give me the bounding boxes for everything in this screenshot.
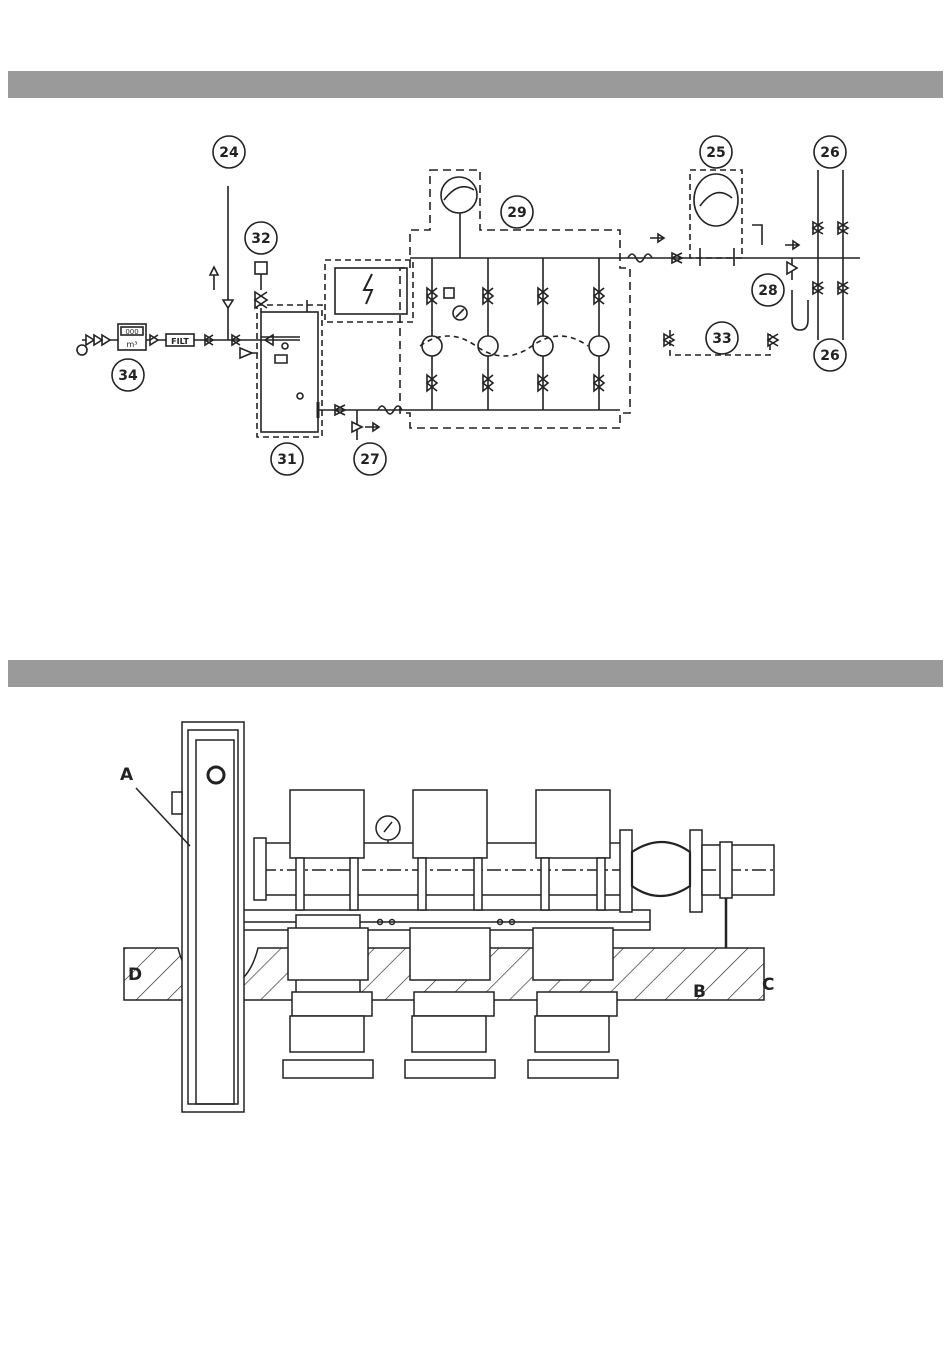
break-tank: [257, 300, 322, 437]
callout-25: 25: [700, 136, 732, 168]
svg-text:24: 24: [219, 145, 239, 161]
label-C: C: [762, 975, 774, 995]
callout-24: 24: [213, 136, 245, 168]
installation-drawing: A B C D: [0, 700, 950, 1360]
accumulator-25: [690, 170, 762, 266]
suction-line: [318, 402, 410, 440]
svg-text:C: C: [762, 975, 774, 995]
water-meter: 000 m³: [118, 324, 146, 350]
pressure-gauge: [444, 288, 467, 320]
svg-text:32: 32: [251, 231, 270, 247]
svg-text:26: 26: [820, 145, 839, 161]
hydraulic-schematic: 24 32 29 25 26 26 28 33 34 31 27: [0, 0, 950, 520]
svg-text:25: 25: [706, 145, 725, 161]
svg-text:34: 34: [118, 368, 138, 384]
svg-text:27: 27: [360, 452, 379, 468]
pump-column-4: [589, 258, 609, 410]
pump-1: [283, 790, 373, 1078]
pressure-gauge-assembly: [376, 816, 400, 843]
label-B: B: [693, 982, 706, 1002]
svg-text:D: D: [128, 965, 142, 985]
pump-column-2: [478, 258, 498, 410]
svg-text:B: B: [693, 982, 706, 1002]
callout-26-top: 26: [814, 136, 846, 168]
pump-2: [405, 790, 495, 1078]
section-header-bar-2: [8, 660, 943, 687]
svg-text:31: 31: [277, 452, 296, 468]
svg-text:33: 33: [712, 331, 731, 347]
pump-3: [528, 790, 618, 1078]
callout-32: 32: [245, 222, 277, 254]
callout-26-bottom: 26: [814, 339, 846, 371]
filter: FILT: [166, 334, 194, 346]
svg-text:29: 29: [507, 205, 526, 221]
callout-33: 33: [706, 322, 738, 354]
callout-27: 27: [354, 443, 386, 475]
svg-text:m³: m³: [127, 340, 138, 349]
svg-text:FILT: FILT: [171, 337, 189, 346]
callout-29: 29: [501, 196, 533, 228]
label-D: D: [128, 965, 142, 985]
pump-column-1: [422, 258, 442, 410]
sensor-32: [255, 262, 267, 312]
svg-text:000: 000: [125, 328, 138, 336]
pump-column-3: [533, 258, 553, 410]
callout-31: 31: [271, 443, 303, 475]
outlet-branches: [785, 170, 848, 340]
callout-28: 28: [752, 274, 784, 306]
line-24: [210, 186, 233, 340]
svg-text:28: 28: [758, 283, 777, 299]
callout-34: 34: [112, 359, 144, 391]
cabinet-column: [172, 722, 244, 1112]
svg-text:A: A: [120, 765, 134, 785]
svg-text:26: 26: [820, 348, 839, 364]
